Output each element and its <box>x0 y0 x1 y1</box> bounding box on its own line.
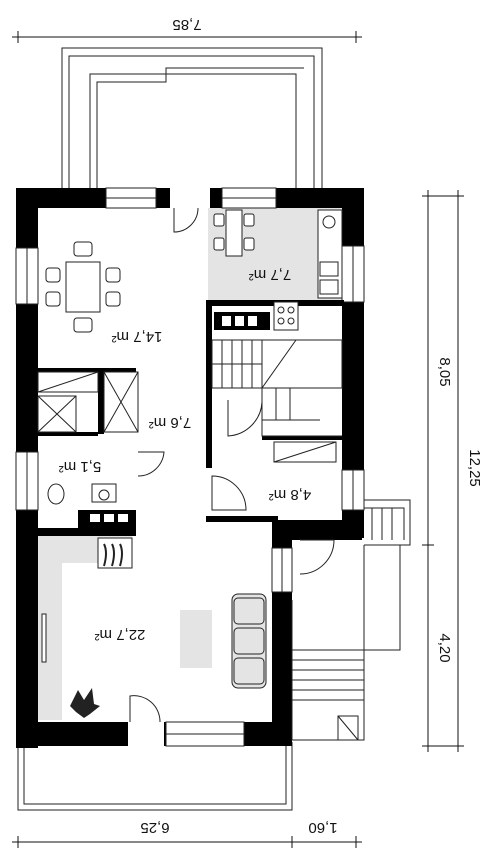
plant <box>70 688 100 718</box>
dimension-bottom: 6,25 1,60 <box>12 819 362 848</box>
top-terrace <box>61 47 323 190</box>
sofa <box>231 593 267 689</box>
room-area-vestibule: 4,8 m² <box>269 486 312 503</box>
staircase <box>211 339 343 437</box>
room-area-dining: 14,7 m² <box>112 328 163 345</box>
living-wall-unit <box>41 613 47 663</box>
dim-right-lower: 4,20 <box>436 633 453 662</box>
dimension-right: 8,05 12,25 4,20 <box>422 190 483 752</box>
dim-bottom-left: 6,25 <box>140 819 169 836</box>
windows <box>15 187 365 747</box>
kitchen-vent-block <box>214 312 270 330</box>
bathroom-fixtures <box>37 395 117 505</box>
dim-right-upper: 8,05 <box>436 357 453 386</box>
dimension-top: 7,85 <box>12 16 362 43</box>
dim-bottom-right: 1,60 <box>308 819 337 836</box>
chimney-block <box>84 510 132 526</box>
fireplace <box>97 537 133 569</box>
wardrobes <box>37 371 337 463</box>
room-area-kitchen: 7,7 m² <box>249 266 292 283</box>
coffee-table <box>180 610 212 668</box>
room-area-hall: 7,6 m² <box>149 414 192 431</box>
room-area-bathroom: 5,1 m² <box>59 458 102 475</box>
entrance-porch <box>291 499 411 741</box>
dining-table <box>45 241 121 333</box>
doors <box>129 207 335 723</box>
dim-right-total: 12,25 <box>466 449 483 487</box>
room-area-living: 22,7 m² <box>95 626 146 643</box>
kitchen-fixtures <box>213 209 343 331</box>
bottom-terrace <box>17 742 293 811</box>
dim-top-width: 7,85 <box>172 16 201 33</box>
